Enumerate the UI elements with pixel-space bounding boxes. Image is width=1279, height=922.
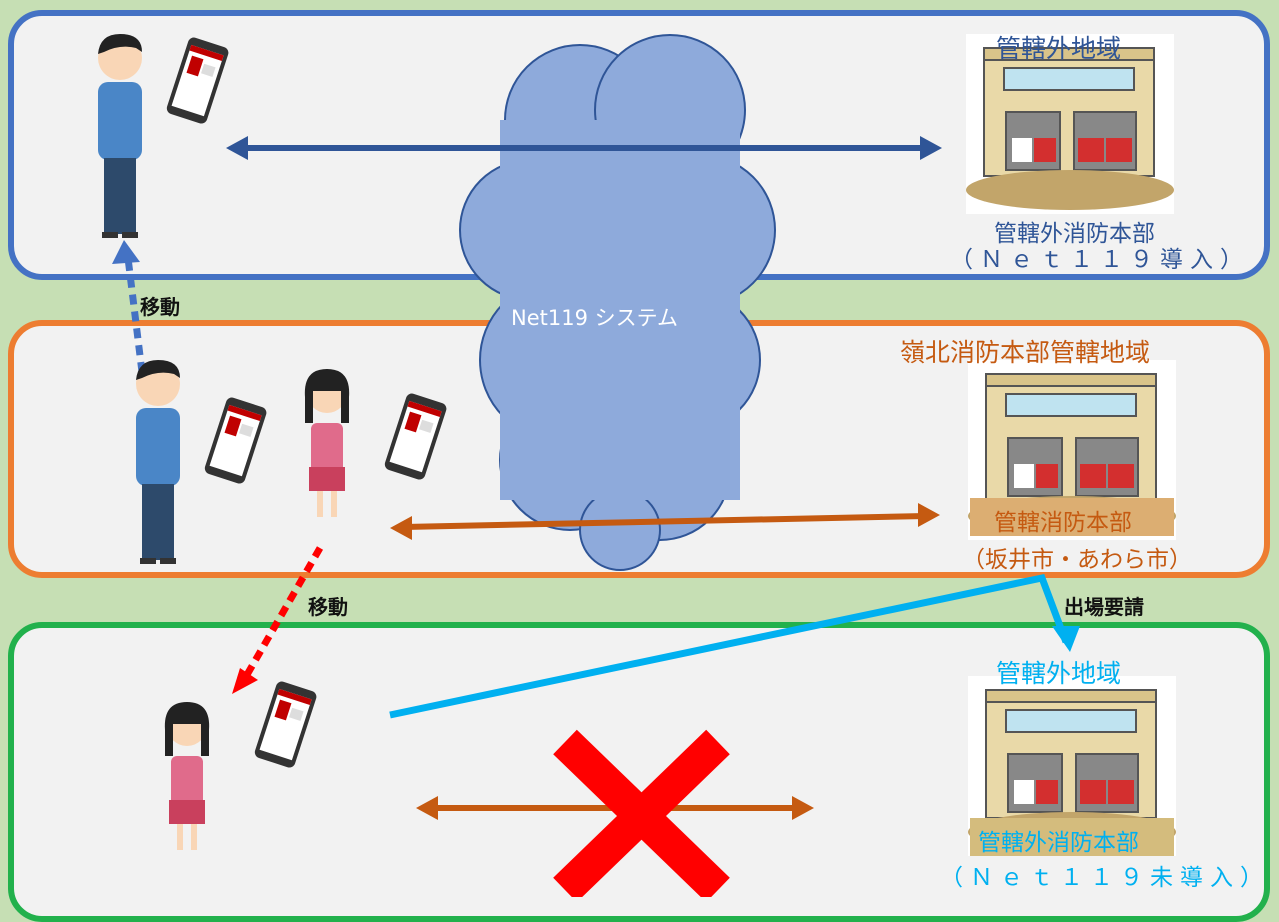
dispatch-arrowhead-icon: [1052, 626, 1080, 652]
not-connected-cross-icon: [553, 729, 730, 897]
man-figure-top: [98, 34, 142, 238]
region-title-bottom: 管轄外地域: [996, 659, 1122, 688]
hq-name-middle: 管轄消防本部: [994, 510, 1132, 536]
dispatch-label: 出場要請: [1064, 595, 1144, 619]
arrowhead-left-icon: [416, 796, 438, 820]
arrowhead-right-icon: [920, 136, 942, 160]
hq-sub-middle: （坂井市・あわら市）: [962, 547, 1192, 573]
hq-name-top: 管轄外消防本部: [994, 221, 1155, 247]
arrowhead-right-icon: [792, 796, 814, 820]
dispatch-request-line: [389, 573, 1070, 719]
move-label-down: 移動: [308, 595, 348, 619]
move-arrowhead-icon: [112, 240, 140, 264]
smartphone-icon: [253, 680, 318, 770]
region-title-middle: 嶺北消防本部管轄地域: [900, 338, 1151, 367]
cloud-label: Net119 システム: [511, 306, 678, 330]
move-arrowhead-icon: [232, 668, 258, 694]
diagram-canvas: [98, 33, 1177, 897]
move-arrow-down: [240, 546, 324, 682]
arrowhead-right-icon: [918, 503, 940, 527]
region-title-top: 管轄外地域: [996, 34, 1122, 63]
hq-sub-top: （Ｎｅｔ１１９導入）: [950, 247, 1250, 273]
man-figure-middle: [136, 360, 180, 564]
hq-name-bottom: 管轄外消防本部: [978, 830, 1139, 856]
move-label-up: 移動: [140, 295, 180, 319]
arrowhead-left-icon: [390, 516, 412, 540]
woman-figure-bottom: [164, 702, 210, 850]
arrowhead-left-icon: [226, 136, 248, 160]
move-arrow-up: [124, 257, 146, 373]
hq-label-band: [970, 818, 1174, 856]
hq-sub-bottom: （Ｎｅｔ１１９未導入）: [940, 865, 1270, 891]
hq-label-band: [970, 498, 1174, 536]
bidirectional-arrow-middle: [403, 513, 927, 530]
smartphone-icon: [203, 396, 268, 486]
smartphone-icon: [383, 392, 448, 482]
smartphone-icon: [165, 36, 230, 126]
woman-figure-middle: [304, 369, 350, 517]
